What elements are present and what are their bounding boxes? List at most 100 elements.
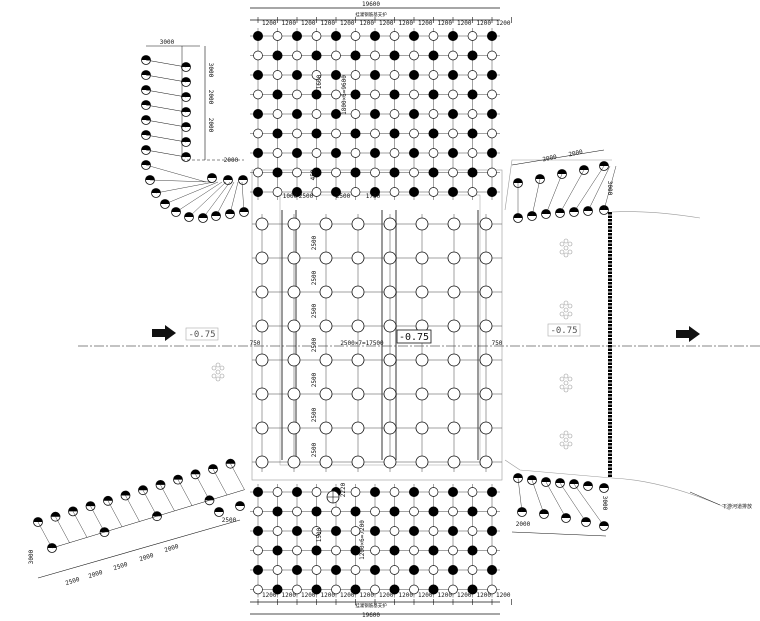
- upper-solid-pile: [292, 70, 302, 80]
- open-pile: [255, 319, 269, 333]
- left-upper-pile-half: [141, 55, 151, 60]
- left-upper-tie: [145, 74, 187, 83]
- left-lower-pile-half: [103, 496, 113, 501]
- open-pile: [255, 421, 269, 435]
- left-upper-tie: [145, 119, 187, 128]
- left-lower-pile-low-half: [152, 511, 162, 517]
- mid-vert-4: 2500: [311, 337, 318, 352]
- left-upper-pile-inner-half: [181, 77, 191, 82]
- pile-cluster-icon: [563, 245, 569, 251]
- left-v-3000: 3000: [207, 63, 214, 78]
- open-pile: [479, 387, 493, 401]
- open-pile: [383, 217, 397, 231]
- open-pile: [319, 387, 333, 401]
- lower-open-pile: [272, 487, 283, 497]
- right-sheet-pile: [608, 310, 612, 313]
- left-lower-pile-low-half: [205, 495, 214, 501]
- upper-open-pile: [487, 167, 497, 178]
- left-lower-tie: [90, 506, 105, 533]
- right-sheet-pile: [608, 313, 612, 316]
- right-upper-pile-half: [599, 161, 609, 166]
- pile-cluster-icon: [563, 314, 569, 320]
- upper-solid-pile: [409, 70, 419, 80]
- right-sheet-pile: [608, 292, 612, 295]
- right-sheet-pile: [608, 268, 612, 271]
- upper-open-pile: [389, 70, 400, 80]
- right-sheet-pile: [608, 446, 612, 449]
- lower-open-pile: [467, 487, 478, 497]
- left-curve-pile-half: [151, 188, 161, 193]
- left-upper-tie: [145, 134, 187, 143]
- upper-open-pile: [272, 70, 283, 80]
- right-sheet-pile: [608, 317, 612, 320]
- upper-open-pile: [253, 128, 263, 139]
- right-sheet-pile: [608, 264, 612, 267]
- left-curve-pile-half: [171, 207, 181, 212]
- upper-open-pile: [292, 50, 302, 61]
- lower-solid-pile: [467, 545, 478, 556]
- upper-open-pile: [331, 167, 341, 178]
- upper-open-pile: [467, 187, 478, 197]
- upper-solid-pile: [253, 148, 263, 158]
- lower-open-pile: [370, 506, 380, 517]
- right-sheet-pile: [608, 408, 612, 411]
- upper-solid-pile: [311, 89, 322, 100]
- right-sheet-pile: [608, 432, 612, 435]
- top-450: 450: [310, 169, 317, 180]
- upper-solid-pile: [311, 50, 322, 61]
- right-sheet-pile: [608, 240, 612, 243]
- left-lower-pile-half: [226, 459, 235, 464]
- pile-cluster-icon: [563, 300, 569, 306]
- right-upper-pile-low-half: [583, 206, 593, 211]
- right-sheet-pile: [608, 338, 612, 341]
- open-pile: [319, 285, 333, 299]
- pile-cluster-icon: [567, 241, 573, 247]
- upper-solid-pile: [350, 50, 361, 61]
- lower-open-pile: [311, 487, 322, 497]
- right-lower-pile-half: [569, 479, 579, 484]
- bottom-sub-dimension: 1200: [262, 592, 277, 599]
- left-curve-pile-half: [141, 160, 151, 165]
- lower-solid-pile: [370, 565, 380, 575]
- lower-open-pile: [448, 545, 458, 556]
- open-pile: [383, 319, 397, 333]
- left-curve-tie: [241, 181, 245, 213]
- pile-cluster-icon: [567, 303, 573, 309]
- upper-solid-pile: [448, 187, 458, 197]
- left-curve-tie: [164, 181, 219, 205]
- lower-solid-pile: [331, 565, 341, 575]
- upper-solid-pile: [448, 148, 458, 158]
- top-sub-dimension: 1200: [496, 20, 511, 27]
- left-lower-tie: [160, 484, 175, 511]
- lower-solid-pile: [467, 506, 478, 517]
- left-curve-top-pile-half: [223, 175, 233, 180]
- open-pile: [447, 387, 461, 401]
- right-elevation: -0.75: [550, 326, 577, 336]
- lower-open-pile: [311, 565, 322, 575]
- right-upper-pile-half: [513, 178, 523, 183]
- pile-cluster-icon: [215, 369, 221, 375]
- bottom-sub-dimension: 1200: [418, 592, 433, 599]
- mid-vert-5: 2500: [311, 372, 318, 387]
- right-sheet-pile: [608, 415, 612, 418]
- open-pile: [287, 319, 301, 333]
- left-lower-pile-half: [156, 480, 165, 485]
- open-pile: [319, 251, 333, 265]
- lower-open-pile: [487, 545, 497, 556]
- upper-solid-pile: [331, 187, 341, 197]
- mid-vert-3: 2500: [311, 303, 318, 318]
- open-pile: [255, 251, 269, 265]
- upper-solid-pile: [389, 50, 400, 61]
- upper-solid-pile: [350, 167, 361, 178]
- upper-solid-pile: [292, 31, 302, 41]
- right-sheet-pile: [608, 362, 612, 365]
- left-lower-tie: [125, 495, 140, 522]
- upper-open-pile: [311, 187, 322, 197]
- left-lower-tie: [55, 516, 70, 543]
- right-sheet-pile: [608, 383, 612, 386]
- right-sheet-pile: [608, 222, 612, 225]
- open-pile: [383, 421, 397, 435]
- right-upper-pile-low-half: [599, 205, 609, 210]
- right-sheet-pile: [608, 436, 612, 439]
- left-lower-tie: [107, 500, 123, 527]
